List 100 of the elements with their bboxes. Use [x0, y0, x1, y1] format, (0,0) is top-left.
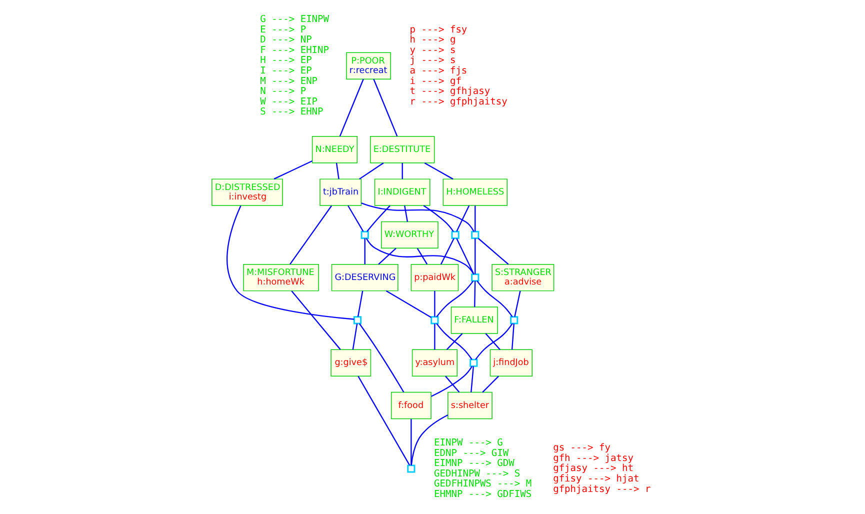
label: F ---> EHINP	[260, 44, 330, 56]
connector	[410, 419, 412, 466]
node-box: F:FALLEN	[450, 306, 498, 334]
connector	[361, 202, 474, 232]
connector	[366, 238, 474, 274]
label: D ---> NP	[260, 34, 312, 46]
connector	[434, 290, 436, 317]
node-box	[451, 230, 460, 239]
connector	[274, 160, 312, 180]
label: EIMNP ---> GDW	[434, 458, 514, 470]
node-box	[353, 316, 362, 324]
connector	[446, 333, 463, 350]
connector	[416, 248, 428, 265]
label: G ---> EINPW	[260, 14, 330, 26]
connector	[226, 205, 354, 320]
connector	[485, 333, 500, 350]
connector	[514, 290, 521, 317]
connector	[410, 414, 448, 466]
connector	[474, 238, 476, 274]
connector	[336, 162, 340, 180]
node-box: N:NEEDY	[312, 136, 358, 164]
label: I ---> EP	[260, 65, 312, 76]
node-box: j:findJob	[490, 349, 532, 376]
connector	[357, 290, 364, 317]
node-box	[470, 358, 478, 367]
node-box: H:HOMELESS	[442, 178, 508, 206]
node-box: D:DISTRESSED i:investg	[212, 178, 283, 206]
connector	[434, 324, 436, 350]
label: i ---> gf	[410, 76, 462, 87]
connector	[476, 280, 513, 318]
connector	[482, 376, 499, 393]
node-box: G:DESERVING	[331, 264, 398, 292]
connector	[445, 376, 460, 393]
connector	[470, 366, 474, 392]
connector	[290, 205, 332, 265]
label: EINPW ---> G	[434, 438, 503, 449]
label: GEDHINPW ---> S	[434, 468, 520, 480]
label: y ---> s	[410, 44, 456, 56]
label: gfphjaitsy ---> r	[553, 484, 651, 495]
connector	[352, 324, 358, 350]
label: EDNP ---> GIW	[434, 448, 509, 459]
label: p ---> fsy	[410, 24, 468, 36]
label: gs ---> fy	[553, 442, 611, 454]
connector	[431, 366, 473, 397]
node-box: W:WORTHY	[381, 221, 438, 249]
node-box: f:food	[390, 392, 432, 420]
node-box: g:give$	[330, 349, 372, 376]
label: S ---> EHNP	[260, 106, 324, 118]
label: t ---> gfhjasy	[410, 86, 490, 98]
connector	[474, 206, 476, 232]
connector	[511, 324, 514, 350]
connector	[456, 238, 474, 274]
connector	[474, 281, 476, 307]
node-box	[360, 230, 369, 239]
connector	[373, 78, 398, 137]
node-box: S:STRANGER a:advise	[492, 264, 554, 292]
connector	[358, 376, 410, 466]
connector	[366, 205, 390, 232]
label: W ---> EIP	[260, 96, 318, 108]
node-box: P:POOR r:recreat	[346, 52, 391, 80]
label: GEDFHINPWS ---> M	[434, 478, 532, 490]
node-box	[510, 316, 518, 324]
label: a ---> fjs	[410, 65, 468, 76]
connector	[359, 162, 384, 180]
connector	[404, 206, 408, 222]
node-box	[430, 316, 439, 324]
label: j ---> s	[410, 55, 456, 66]
node-box: t:jbTrain	[320, 178, 362, 206]
label: r ---> gfphjaitsy	[410, 96, 508, 108]
connector	[402, 162, 403, 180]
connector	[440, 238, 454, 265]
node-box: I:INDIGENT	[374, 178, 430, 206]
connector	[456, 205, 470, 232]
connector	[358, 323, 404, 392]
label: M ---> ENP	[260, 76, 318, 87]
node-box: y:asylum	[412, 349, 458, 376]
label: gfh ---> jatsy	[553, 452, 634, 464]
connector	[478, 238, 509, 265]
label: gfjasy ---> ht	[553, 463, 634, 474]
connector	[378, 248, 396, 265]
node-box: M:MISFORTUNE h:homeWk	[243, 264, 319, 292]
node-box: p:paidWk	[410, 264, 459, 292]
connector	[348, 205, 364, 232]
label: H ---> EP	[260, 55, 312, 66]
label: gfisy ---> hjat	[553, 474, 640, 485]
connector	[424, 162, 454, 180]
label: EHMNP ---> GDFIWS	[434, 488, 532, 500]
node-box	[471, 230, 480, 239]
label: h ---> g	[410, 34, 456, 46]
node-box	[471, 274, 480, 282]
node-box	[407, 464, 416, 473]
connector	[475, 323, 513, 360]
connector	[364, 238, 366, 264]
label: E ---> P	[260, 24, 306, 36]
connector	[436, 323, 472, 360]
connector	[436, 280, 474, 318]
connector	[423, 205, 454, 232]
node-box: E:DESTITUTE	[370, 136, 435, 164]
connector	[339, 78, 364, 137]
connector	[386, 290, 432, 318]
